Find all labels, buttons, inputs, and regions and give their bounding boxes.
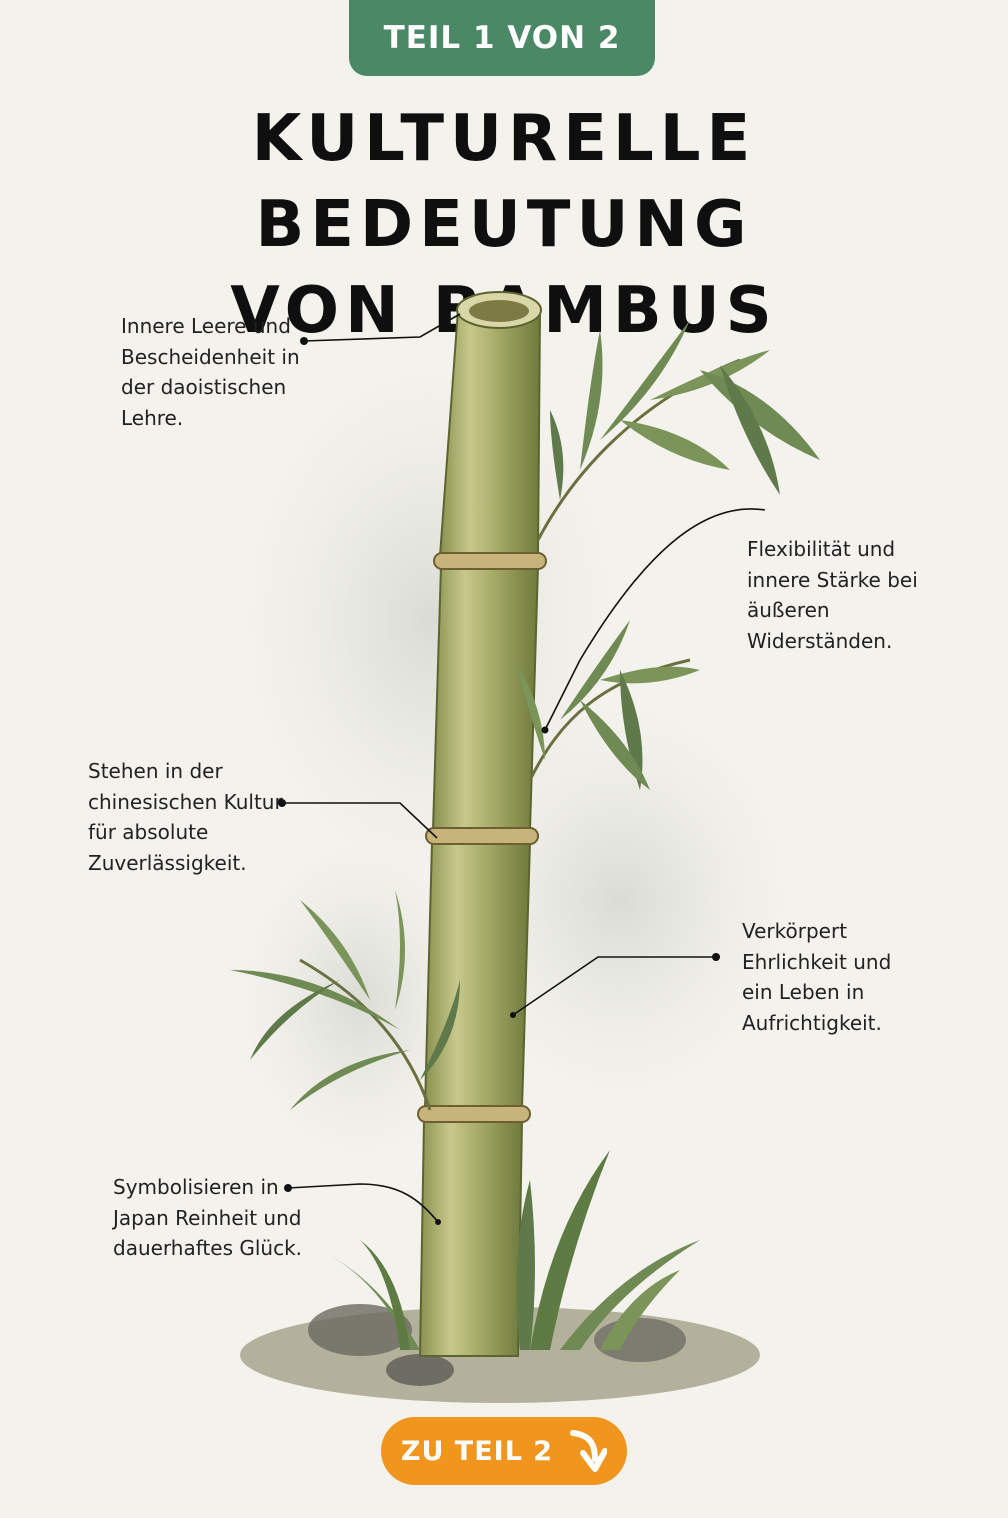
next-part-button[interactable]: ZU TEIL 2 [381, 1417, 627, 1485]
bamboo-segment [431, 565, 540, 831]
bamboo-leaf [720, 365, 780, 495]
bamboo-leaf [580, 700, 650, 790]
bamboo-node [417, 1105, 531, 1123]
annotation-flexibility: Flexibilität und innere Stärke bei äußer… [747, 537, 918, 653]
annotation-reliability: Stehen in der chinesischen Kultur für ab… [88, 759, 283, 875]
grass-tuft [530, 1150, 610, 1350]
bamboo-leaf [620, 670, 643, 790]
part-badge: TEIL 1 VON 2 [349, 0, 655, 76]
next-part-label: ZU TEIL 2 [400, 1435, 554, 1467]
leader-line-3 [278, 799, 438, 839]
annotation-purity-japan: Symbolisieren in Japan Reinheit und daue… [113, 1175, 303, 1260]
bamboo-leaf [550, 410, 564, 500]
rock [308, 1304, 412, 1356]
title-line-1: KULTURELLE BEDEUTUNG [251, 102, 757, 262]
annotation-honesty: Verkörpert Ehrlichkeit und ein Leben in … [742, 919, 892, 1035]
bamboo-node [433, 552, 547, 570]
bamboo-opening [469, 300, 529, 322]
leader-line-5 [284, 1183, 441, 1225]
bamboo-segment [423, 841, 532, 1109]
bamboo-node [425, 827, 539, 845]
bamboo-segment [418, 1119, 524, 1357]
bamboo-leaf [560, 620, 630, 720]
bamboo-leaf [600, 320, 690, 440]
bamboo-leaf [600, 666, 700, 684]
leader-line-4 [510, 953, 720, 1018]
grass-tuft [600, 1270, 680, 1350]
leader-line-2 [541, 508, 766, 734]
bamboo-leaf [620, 420, 730, 470]
bamboo-leaf [395, 890, 405, 1010]
grass-tuft [560, 1240, 700, 1350]
leader-line-1 [300, 313, 461, 345]
bamboo-segment [438, 309, 542, 557]
rock [386, 1354, 454, 1386]
grass-tuft [320, 1250, 420, 1350]
grass-tuft [360, 1240, 410, 1350]
branch [299, 958, 432, 1111]
part-badge-label: TEIL 1 VON 2 [383, 20, 621, 56]
bamboo-leaf [580, 330, 603, 470]
bamboo-leaf [515, 660, 545, 760]
grass-tuft [516, 1180, 535, 1350]
curved-arrow-down-icon [570, 1430, 608, 1472]
annotation-daoist-emptiness: Innere Leere und Bescheidenheit in der d… [121, 314, 300, 430]
